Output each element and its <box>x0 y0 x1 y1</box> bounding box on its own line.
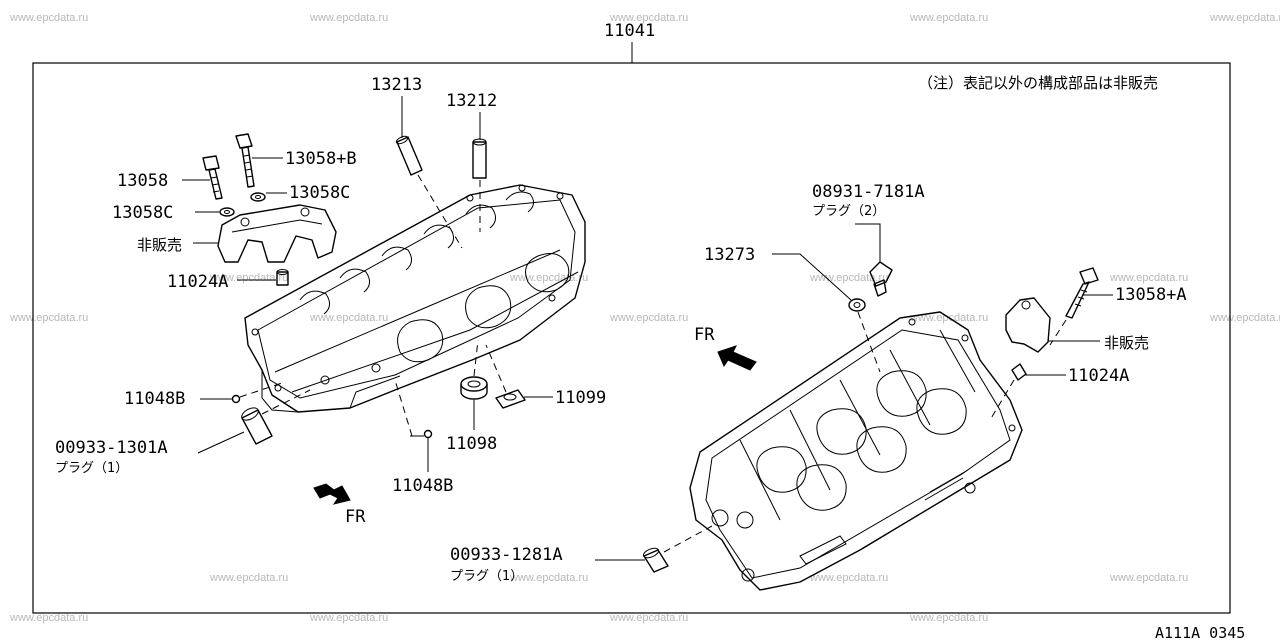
part-11098-label[interactable]: 11098 <box>446 434 497 454</box>
washer-13058c-left[interactable] <box>219 207 235 217</box>
part-13058c-left-label[interactable]: 13058C <box>112 203 173 223</box>
ball-11048b-left-dash <box>239 381 286 398</box>
watermark: www.epcdata.ru <box>9 312 88 324</box>
part-08931-leader <box>855 223 881 262</box>
part-08931-label[interactable]: 08931-7181A <box>812 182 925 202</box>
watermark: www.epcdata.ru <box>1109 272 1188 284</box>
plug2-label[interactable]: プラグ（2） <box>812 204 885 219</box>
washer-13058c-right[interactable] <box>250 192 266 202</box>
watermark: www.epcdata.ru <box>909 612 988 624</box>
front-direction-arrow-right <box>717 345 757 371</box>
front-direction-right-label: FR <box>694 325 715 345</box>
part-11048b-left-label[interactable]: 11048B <box>124 389 185 409</box>
part-11048b-bottom-label[interactable]: 11048B <box>392 476 453 496</box>
part-13212-label[interactable]: 13212 <box>446 91 497 111</box>
part-13058-label[interactable]: 13058 <box>117 171 168 191</box>
gasket-13273[interactable] <box>848 298 866 312</box>
part-13273-label[interactable]: 13273 <box>704 245 755 265</box>
plug-00933-1301a[interactable] <box>240 405 273 445</box>
not-sold-right-label[interactable]: 非販売 <box>1104 334 1149 352</box>
part-13213-label[interactable]: 13213 <box>371 75 422 95</box>
watermark: www.epcdata.ru <box>809 572 888 584</box>
watermark: www.epcdata.ru <box>9 12 88 24</box>
plug-00933-1281a-dash <box>663 525 713 553</box>
part-00933-1301a-label[interactable]: 00933-1301A <box>55 438 168 458</box>
ball-11048b-bottom-dash <box>394 379 413 437</box>
part-13058c-right-label[interactable]: 13058C <box>289 183 350 203</box>
cylinder-head-left[interactable] <box>244 184 586 413</box>
assembly-frame <box>32 62 1231 614</box>
watermark: www.epcdata.ru <box>609 612 688 624</box>
oil-seal-11098[interactable] <box>460 376 488 400</box>
plug-08931-7181a[interactable] <box>869 261 893 297</box>
gasket-13273-dash <box>857 311 881 373</box>
watermark: www.epcdata.ru <box>209 572 288 584</box>
watermark: www.epcdata.ru <box>309 312 388 324</box>
plug1-right-label[interactable]: プラグ（1） <box>450 569 523 584</box>
oil-seal-11098-dash <box>473 339 479 377</box>
not-sold-left-label[interactable]: 非販売 <box>137 236 182 254</box>
watermark: www.epcdata.ru <box>1209 312 1280 324</box>
part-13058a-label[interactable]: 13058+A <box>1115 285 1187 305</box>
part-00933-1301a-leader <box>197 431 245 454</box>
watermark: www.epcdata.ru <box>9 612 88 624</box>
bolt-13058-a-dash <box>1049 319 1067 346</box>
part-13058b-label[interactable]: 13058+B <box>285 149 357 169</box>
ball-11048b-left[interactable] <box>231 394 241 404</box>
bolt-13058[interactable] <box>202 155 223 200</box>
dowel-11024a-left[interactable] <box>276 269 289 286</box>
plug-00933-1281a[interactable] <box>642 546 669 573</box>
front-direction-arrow-left <box>313 483 351 505</box>
watermark: www.epcdata.ru <box>1209 12 1280 24</box>
assembly-number-label[interactable]: 11041 <box>604 21 655 41</box>
watermark: www.epcdata.ru <box>909 12 988 24</box>
cam-bracket-left[interactable] <box>217 204 337 263</box>
dowel-11024a-right-dash <box>989 379 1015 421</box>
cam-bracket-right[interactable] <box>1005 297 1051 353</box>
plug1-left-label[interactable]: プラグ（1） <box>55 461 128 476</box>
bolt-13058-a[interactable] <box>1065 267 1099 319</box>
watermark-layer: www.epcdata.ru www.epcdata.ru www.epcdat… <box>9 12 1280 624</box>
not-sold-note: （注）表記以外の構成部品は非販売 <box>918 74 1158 92</box>
part-11024a-left-label[interactable]: 11024A <box>167 272 228 292</box>
part-13273-leader <box>772 253 852 301</box>
watermark: www.epcdata.ru <box>809 272 888 284</box>
watermark: www.epcdata.ru <box>509 272 588 284</box>
watermark: www.epcdata.ru <box>309 612 388 624</box>
watermark: www.epcdata.ru <box>609 312 688 324</box>
ball-11048b-bottom[interactable] <box>423 429 433 439</box>
watermark: www.epcdata.ru <box>509 572 588 584</box>
part-00933-1281a-label[interactable]: 00933-1281A <box>450 545 563 565</box>
figure-code: A111A 0345 <box>1155 624 1245 640</box>
bolt-13058-b[interactable] <box>235 133 255 188</box>
watermark: www.epcdata.ru <box>609 12 688 24</box>
seal-11099-dash <box>485 344 507 393</box>
plug-00933-1301a-dash <box>261 389 311 415</box>
front-direction-left-label: FR <box>345 507 366 527</box>
dowel-11024a-right[interactable] <box>1011 363 1027 381</box>
dowel-13213-dash <box>417 174 463 249</box>
watermark: www.epcdata.ru <box>1109 572 1188 584</box>
dowel-13212[interactable] <box>472 138 487 179</box>
part-11099-label[interactable]: 11099 <box>555 388 606 408</box>
cylinder-head-right[interactable] <box>689 311 1023 591</box>
watermark: www.epcdata.ru <box>309 12 388 24</box>
part-11024a-right-label[interactable]: 11024A <box>1068 366 1129 386</box>
seal-11099[interactable] <box>495 389 526 409</box>
dowel-13213[interactable] <box>395 135 423 176</box>
watermark: www.epcdata.ru <box>209 272 288 284</box>
